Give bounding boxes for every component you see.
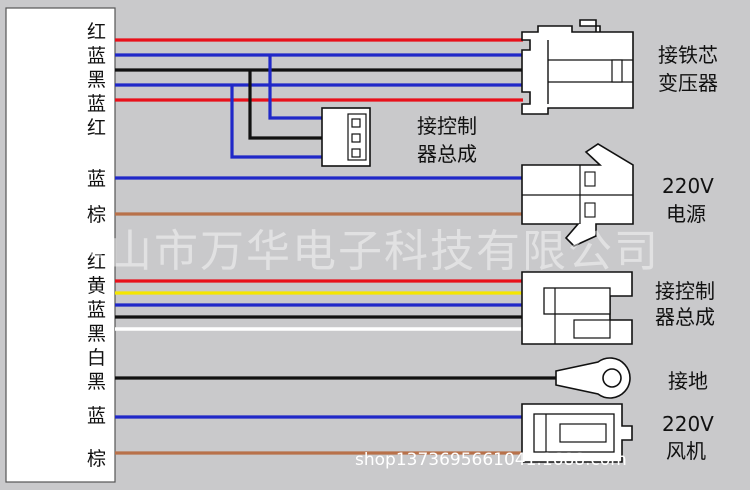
label-transformer-2: 变压器: [658, 71, 718, 95]
wire-label-blue-1: 蓝: [87, 45, 106, 67]
wire-tap-blue-upper: [268, 55, 322, 120]
label-fan-1: 220V: [662, 412, 714, 436]
wire-label-blue-5: 蓝: [87, 405, 106, 427]
controller-large-connector: [521, 271, 633, 345]
wire-label-brown-1: 棕: [87, 204, 106, 226]
connector-labels: 接铁芯 变压器 接控制 器总成 220V 电源 接控制 器总成 接地 220V …: [417, 43, 718, 463]
power-terminal-2: [584, 202, 596, 218]
power-terminal-1: [584, 171, 596, 187]
wire-label-black-1: 黑: [87, 69, 106, 91]
wire-label-brown-2: 棕: [87, 448, 106, 470]
label-ground: 接地: [668, 369, 708, 393]
label-controller-small-2: 器总成: [417, 142, 477, 166]
controller-small-pin-3: [351, 148, 361, 158]
controller-large-socket: [573, 319, 611, 339]
label-controller-small-1: 接控制: [417, 114, 477, 138]
wire-group-transformer: [115, 38, 523, 159]
wire-label-red-1: 红: [87, 21, 106, 43]
label-controller-large-1: 接控制: [655, 279, 715, 303]
wire-label-blue-3: 蓝: [87, 168, 106, 190]
wire-label-blue-2: 蓝: [87, 93, 106, 115]
watermark-company: 中山市万华电子科技有限公司: [62, 226, 660, 277]
ground-ring-hole: [602, 368, 622, 388]
power-connector: [521, 143, 634, 247]
label-panel: [5, 7, 116, 483]
label-transformer-1: 接铁芯: [658, 43, 718, 67]
wire-tap-blue-lower: [230, 85, 322, 159]
wire-label-black-2: 黑: [87, 323, 106, 345]
wire-group-power: [115, 176, 523, 216]
transformer-housing: [521, 19, 634, 115]
wire-group-fan: [115, 415, 523, 455]
wire-label-blue-4: 蓝: [87, 299, 106, 321]
wire-tap-black: [248, 70, 322, 140]
controller-small-pin-1: [351, 118, 361, 128]
footer-shop-url: shop1373695661041.1688.com: [355, 450, 627, 470]
fan-connector: [521, 403, 633, 463]
wire-label-red-3: 红: [87, 251, 106, 273]
controller-small-connector: [321, 107, 371, 167]
label-power-1: 220V: [662, 174, 714, 198]
wire-label-yellow-1: 黄: [87, 275, 106, 297]
transformer-latch: [611, 59, 623, 83]
controller-large-latch: [543, 287, 611, 315]
wire-label-black-3: 黑: [87, 371, 106, 393]
fan-socket: [559, 423, 607, 443]
wire-label-red-2: 红: [87, 117, 106, 139]
wire-label-group: 红 蓝 黑 蓝 红 蓝 棕 红 黄 蓝 黑 白 黑 蓝 棕: [87, 21, 106, 470]
wire-group-controller: [115, 279, 523, 331]
wire-label-white-1: 白: [87, 347, 106, 369]
label-controller-large-2: 器总成: [655, 305, 715, 329]
controller-small-pin-2: [351, 133, 361, 143]
label-fan-2: 风机: [666, 439, 706, 463]
transformer-connector: [521, 19, 634, 115]
ground-terminal: [555, 357, 631, 399]
ground-ring-terminal: [555, 357, 631, 399]
label-power-2: 电源: [666, 202, 706, 226]
